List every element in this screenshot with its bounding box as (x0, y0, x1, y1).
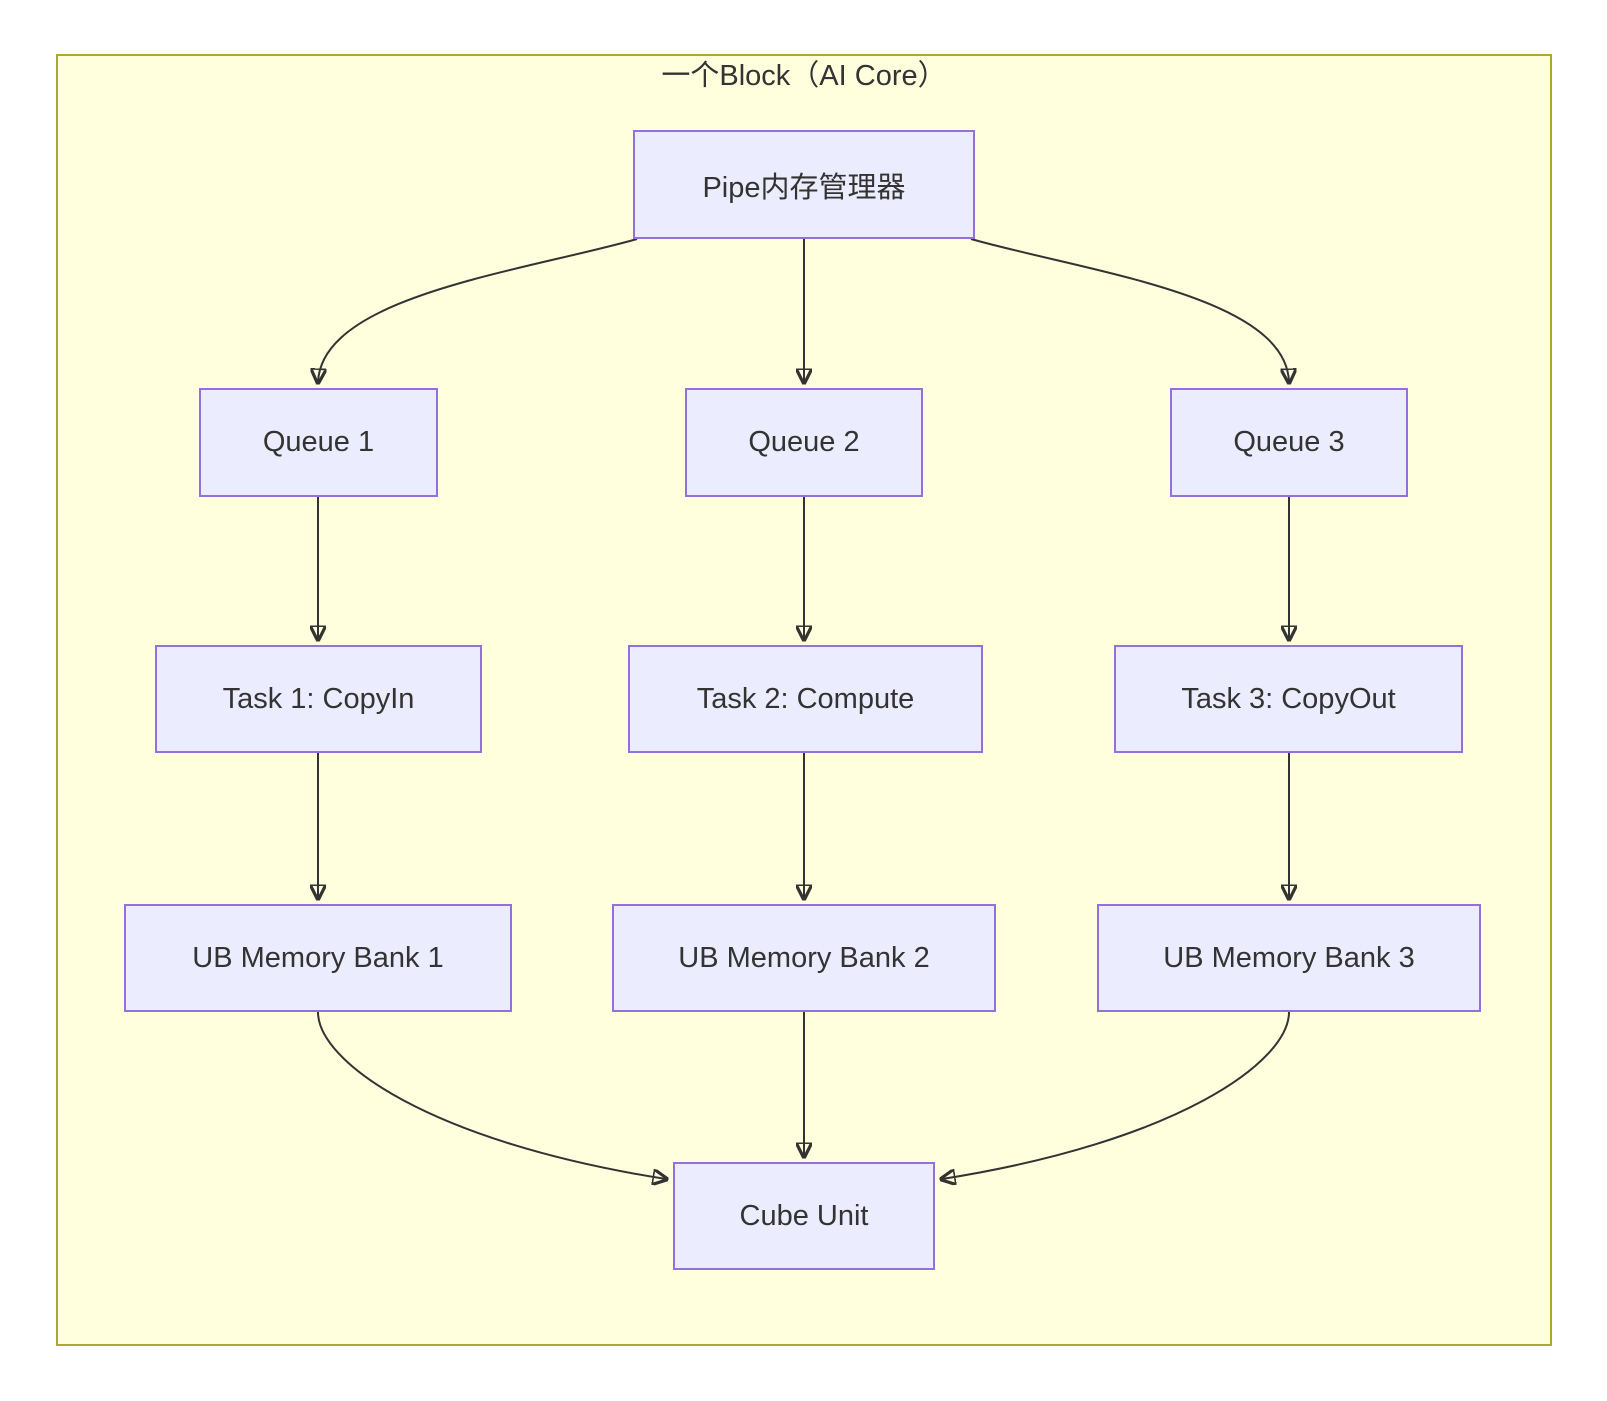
node-task-1-copyin: Task 1: CopyIn (155, 645, 482, 753)
node-cube-unit: Cube Unit (673, 1162, 935, 1270)
cluster-title: 一个Block（AI Core） (661, 60, 947, 92)
node-queue-2: Queue 2 (685, 388, 923, 497)
node-task-3-copyout: Task 3: CopyOut (1114, 645, 1463, 753)
node-ub-memory-bank-2: UB Memory Bank 2 (612, 904, 996, 1012)
edge-pipe-to-queue1 (318, 238, 638, 382)
edge-pipe-to-queue3 (970, 238, 1289, 382)
edge-ub1-to-cube (317, 1011, 666, 1179)
node-task-2-compute: Task 2: Compute (628, 645, 983, 753)
node-ub-memory-bank-1: UB Memory Bank 1 (124, 904, 512, 1012)
node-queue-3: Queue 3 (1170, 388, 1408, 497)
node-ub-memory-bank-3: UB Memory Bank 3 (1097, 904, 1481, 1012)
node-pipe-memory-manager: Pipe内存管理器 (633, 130, 975, 239)
node-queue-1: Queue 1 (199, 388, 438, 497)
edge-ub3-to-cube (942, 1011, 1290, 1179)
